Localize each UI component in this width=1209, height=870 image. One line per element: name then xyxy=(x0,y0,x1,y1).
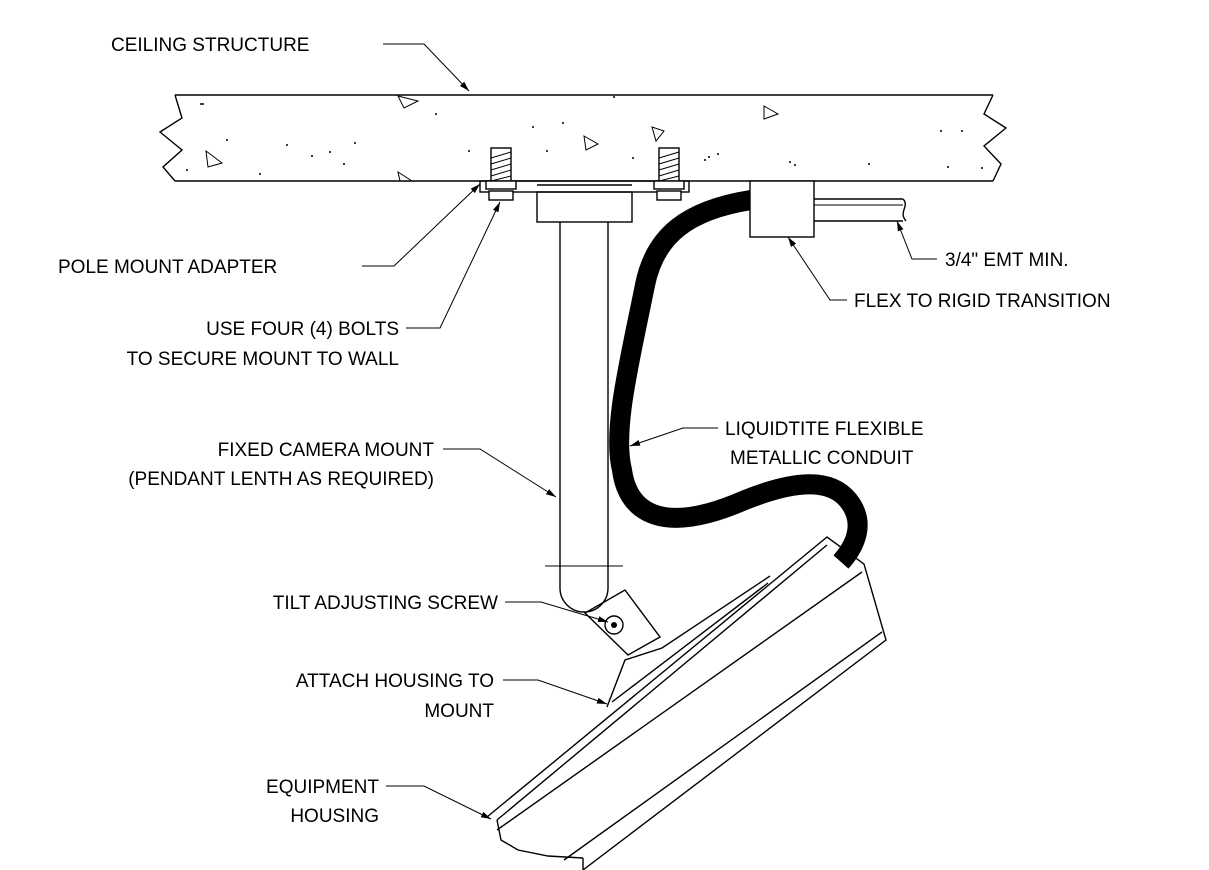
pendant-pole xyxy=(545,222,623,613)
tilt-bracket xyxy=(583,589,662,656)
ceiling-slab xyxy=(158,94,1008,182)
label-attach-housing-line2: MOUNT xyxy=(424,701,494,722)
bolt-right xyxy=(653,147,685,201)
label-equipment-housing-line2: HOUSING xyxy=(290,806,379,827)
label-flex-to-rigid: FLEX TO RIGID TRANSITION xyxy=(854,291,1111,312)
flex-to-rigid-transition xyxy=(749,180,815,238)
label-pole-mount-adapter: POLE MOUNT ADAPTER xyxy=(58,257,277,278)
liquidtite-flexible-conduit xyxy=(609,190,868,569)
label-tilt-adjusting-screw: TILT ADJUSTING SCREW xyxy=(273,593,498,614)
label-liquidtite-line1: LIQUIDTITE FLEXIBLE xyxy=(725,419,924,440)
bolt-left xyxy=(485,147,517,201)
label-attach-housing-line1: ATTACH HOUSING TO xyxy=(296,671,494,692)
label-fixed-camera-mount-line1: FIXED CAMERA MOUNT xyxy=(218,440,435,461)
label-fixed-camera-mount-line2: (PENDANT LENTH AS REQUIRED) xyxy=(128,469,434,490)
label-four-bolts-line1: USE FOUR (4) BOLTS xyxy=(206,319,399,340)
label-ceiling-structure: CEILING STRUCTURE xyxy=(111,35,309,56)
label-four-bolts-line2: TO SECURE MOUNT TO WALL xyxy=(127,349,399,370)
equipment-housing xyxy=(486,536,887,870)
leaders xyxy=(362,43,937,820)
emt-conduit xyxy=(814,198,907,222)
pole-mount-adapter xyxy=(479,180,690,223)
label-liquidtite-line2: METALLIC CONDUIT xyxy=(730,448,914,469)
label-emt: 3/4" EMT MIN. xyxy=(945,250,1069,271)
label-equipment-housing-line1: EQUIPMENT xyxy=(266,777,379,798)
